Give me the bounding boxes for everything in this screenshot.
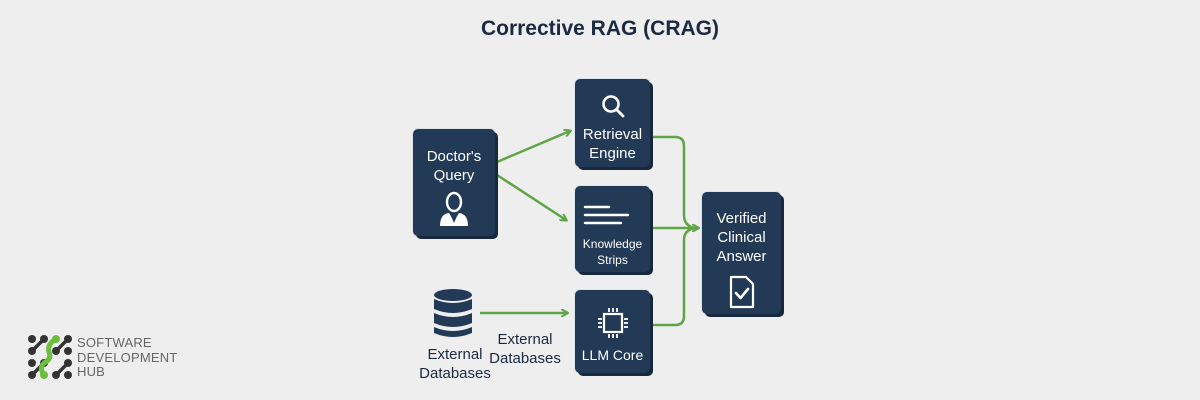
node-doctors-query: Doctor's Query xyxy=(413,129,495,236)
node-label: LLM Core xyxy=(581,347,644,363)
chip-icon xyxy=(597,308,628,338)
edge-label-external-databases: External Databases xyxy=(485,330,565,368)
database-icon xyxy=(434,289,472,337)
database-label-line: Databases xyxy=(419,365,491,382)
arrow-llm-to-answer xyxy=(653,226,696,327)
arrow-retrieval-to-answer xyxy=(653,135,696,230)
edge-label-line: External xyxy=(497,331,553,348)
user-icon xyxy=(440,191,468,226)
diagram-title: Corrective RAG (CRAG) xyxy=(480,17,720,40)
text-lines-icon xyxy=(583,205,630,225)
node-label: Retrieval xyxy=(582,126,643,143)
search-icon xyxy=(601,95,624,118)
database-label-line: External xyxy=(427,346,483,363)
logo-icon xyxy=(28,335,72,379)
node-label: Clinical xyxy=(717,229,766,246)
logo-text-line: DEVELOPMENT xyxy=(77,349,178,365)
node-label: Answer xyxy=(716,248,767,265)
node-retrieval-engine: Retrieval Engine xyxy=(575,79,650,167)
edge-label-line: Databases xyxy=(489,350,561,367)
arrow-query-to-knowledge xyxy=(496,173,566,220)
node-knowledge-strips: Knowledge Strips xyxy=(575,186,650,272)
logo-text-line: HUB xyxy=(77,364,106,379)
database-label: External Databases xyxy=(410,345,500,383)
node-label: Doctor's xyxy=(426,148,482,165)
arrow-query-to-retrieval xyxy=(496,131,570,164)
node-label: Knowledge xyxy=(582,237,643,251)
node-label: Query xyxy=(433,167,475,184)
document-check-icon xyxy=(729,275,754,309)
node-label: Verified xyxy=(716,210,767,227)
logo-text: SOFTWARE DEVELOPMENT HUB xyxy=(77,335,178,380)
node-llm-core: LLM Core xyxy=(575,290,650,373)
node-label: Engine xyxy=(589,145,636,162)
node-verified-answer: Verified Clinical Answer xyxy=(702,192,781,314)
logo-text-line: SOFTWARE xyxy=(77,335,152,350)
node-label: Strips xyxy=(597,253,628,267)
